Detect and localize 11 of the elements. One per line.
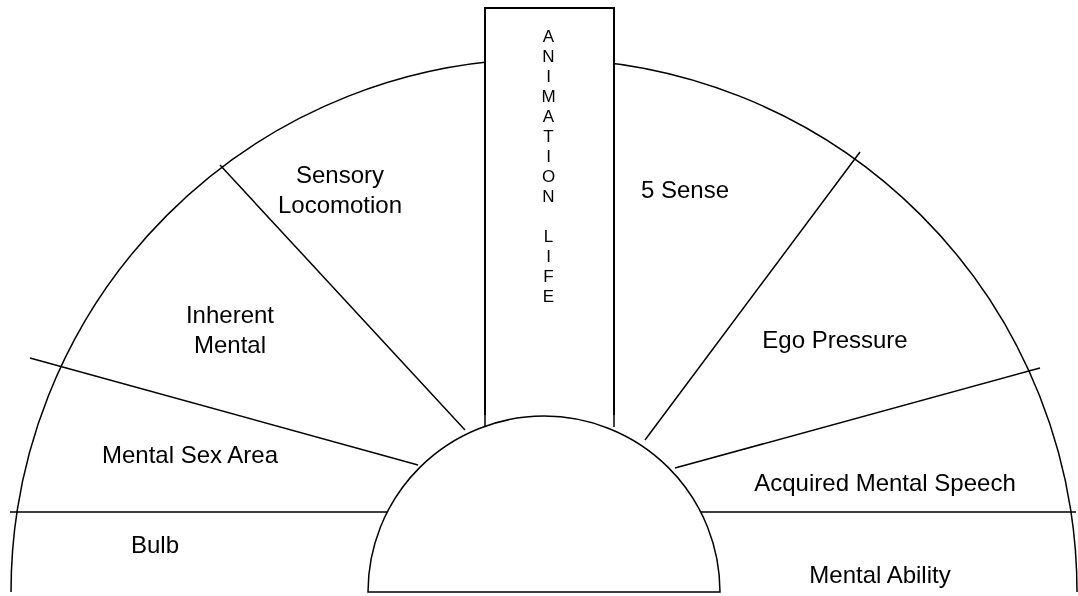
sector-label: Sensory Locomotion	[277, 161, 403, 218]
sector-label: Inherent Mental	[185, 301, 275, 358]
sector-label: Bulb	[130, 531, 179, 558]
sector-label: Mental Sex Area	[101, 441, 279, 468]
sector-label: Mental Ability	[809, 561, 951, 588]
band-label: ANIMATION LIFE	[538, 27, 558, 307]
sector-label: 5 Sense	[640, 176, 730, 203]
sector-label: Ego Pressure	[762, 326, 908, 353]
sector-label: Acquired Mental Speech	[754, 469, 1016, 496]
vertical-band	[484, 7, 615, 415]
hub-semicircle	[367, 415, 721, 593]
